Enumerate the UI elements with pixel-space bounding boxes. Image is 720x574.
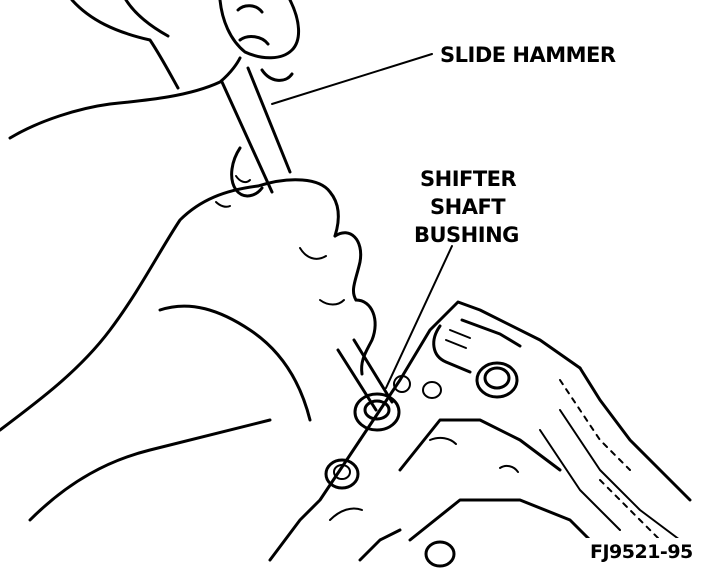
figure-id-backdrop	[586, 538, 704, 564]
shifter-label-line1: SHIFTER	[420, 167, 517, 191]
lower-hand-drawing	[0, 146, 377, 522]
housing-mount-boss	[324, 458, 456, 568]
upper-hand-drawing	[8, 0, 300, 140]
shifter-shaft-bushing	[353, 375, 442, 432]
shifter-label-line2: SHAFT	[430, 195, 506, 219]
shifter-label-line3: BUSHING	[414, 223, 519, 247]
slide-hammer-leader-line	[271, 53, 433, 105]
transmission-housing	[268, 300, 692, 562]
figure-id: FJ9521-95	[590, 541, 693, 563]
slide-hammer-label: SLIDE HAMMER	[440, 43, 616, 67]
slide-hammer-shaft	[220, 66, 394, 412]
bushing-leader-line	[385, 245, 453, 389]
housing-bore	[475, 361, 519, 399]
